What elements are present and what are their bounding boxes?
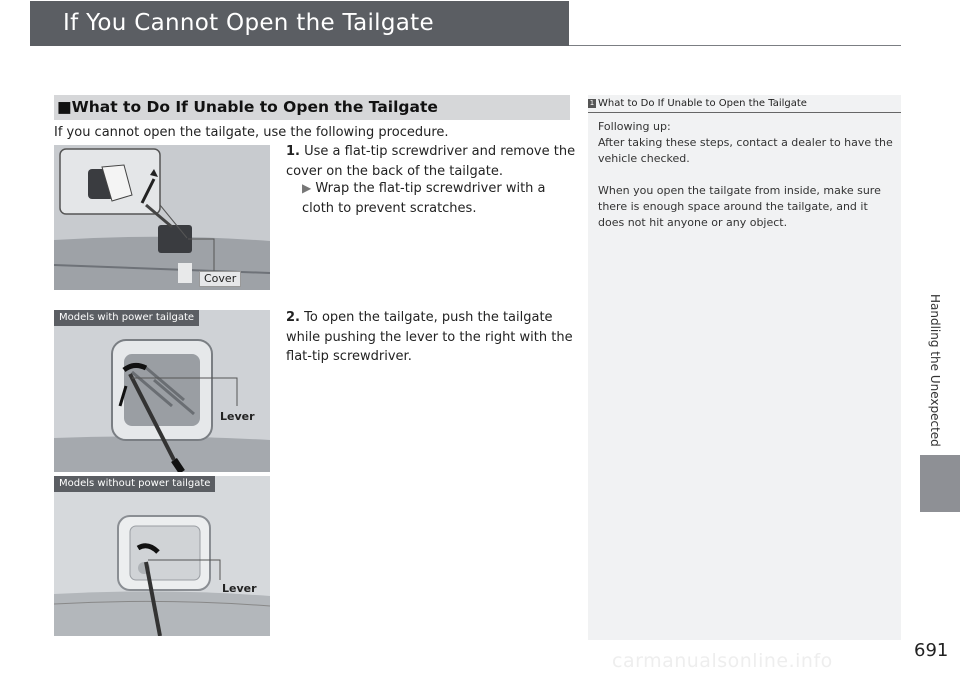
- title-rule: [569, 45, 901, 46]
- section-square-icon: ■: [57, 98, 72, 116]
- step-2-number: 2.: [286, 310, 300, 325]
- chapter-tab-label: Handling the Unexpected: [928, 293, 942, 447]
- page-number: 691: [914, 640, 949, 661]
- manual-tailgate-illustration: [54, 476, 270, 636]
- cover-callout: Cover: [199, 271, 242, 287]
- step-2: 2. To open the tailgate, push the tailga…: [286, 308, 576, 367]
- notes-heading-text: What to Do If Unable to Open the Tailgat…: [598, 98, 807, 109]
- step-1-number: 1.: [286, 144, 300, 159]
- notes-para2-text: When you open the tailgate from inside, …: [598, 184, 881, 229]
- step-1-sub-text: Wrap the flat-tip screwdriver with a clo…: [302, 181, 546, 216]
- step-1-text: Use a flat-tip screwdriver and remove th…: [286, 144, 576, 179]
- lever-callout-manual: Lever: [222, 582, 257, 595]
- intro-text: If you cannot open the tailgate, use the…: [54, 125, 449, 140]
- note-icon: 1: [588, 98, 596, 108]
- notes-para1-title: Following up:: [598, 120, 671, 133]
- step-1: 1. Use a flat-tip screwdriver and remove…: [286, 142, 576, 181]
- cover-removal-illustration: [54, 145, 270, 290]
- lever-callout-power: Lever: [220, 410, 255, 423]
- section-heading-text: What to Do If Unable to Open the Tailgat…: [71, 98, 438, 116]
- step-2-text: To open the tailgate, push the tailgate …: [286, 310, 573, 364]
- step-1-sub: ▶ Wrap the flat-tip screwdriver with a c…: [286, 179, 576, 218]
- manual-tailgate-figure: Models without power tailgate Lever: [54, 476, 270, 636]
- manual-tailgate-label: Models without power tailgate: [54, 476, 216, 492]
- power-tailgate-label: Models with power tailgate: [54, 310, 200, 326]
- notes-body: Following up: After taking these steps, …: [598, 119, 893, 231]
- watermark: carmanualsonline.info: [612, 650, 833, 672]
- triangle-right-icon: ▶: [302, 181, 312, 195]
- notes-para1-text: After taking these steps, contact a deal…: [598, 136, 893, 165]
- cover-removal-figure: Cover: [54, 145, 270, 290]
- chapter-tab-marker: [920, 455, 960, 512]
- power-tailgate-illustration: [54, 310, 270, 472]
- section-heading: ■What to Do If Unable to Open the Tailga…: [54, 95, 570, 120]
- page-title: If You Cannot Open the Tailgate: [30, 1, 569, 46]
- power-tailgate-figure: Models with power tailgate Lever: [54, 310, 270, 472]
